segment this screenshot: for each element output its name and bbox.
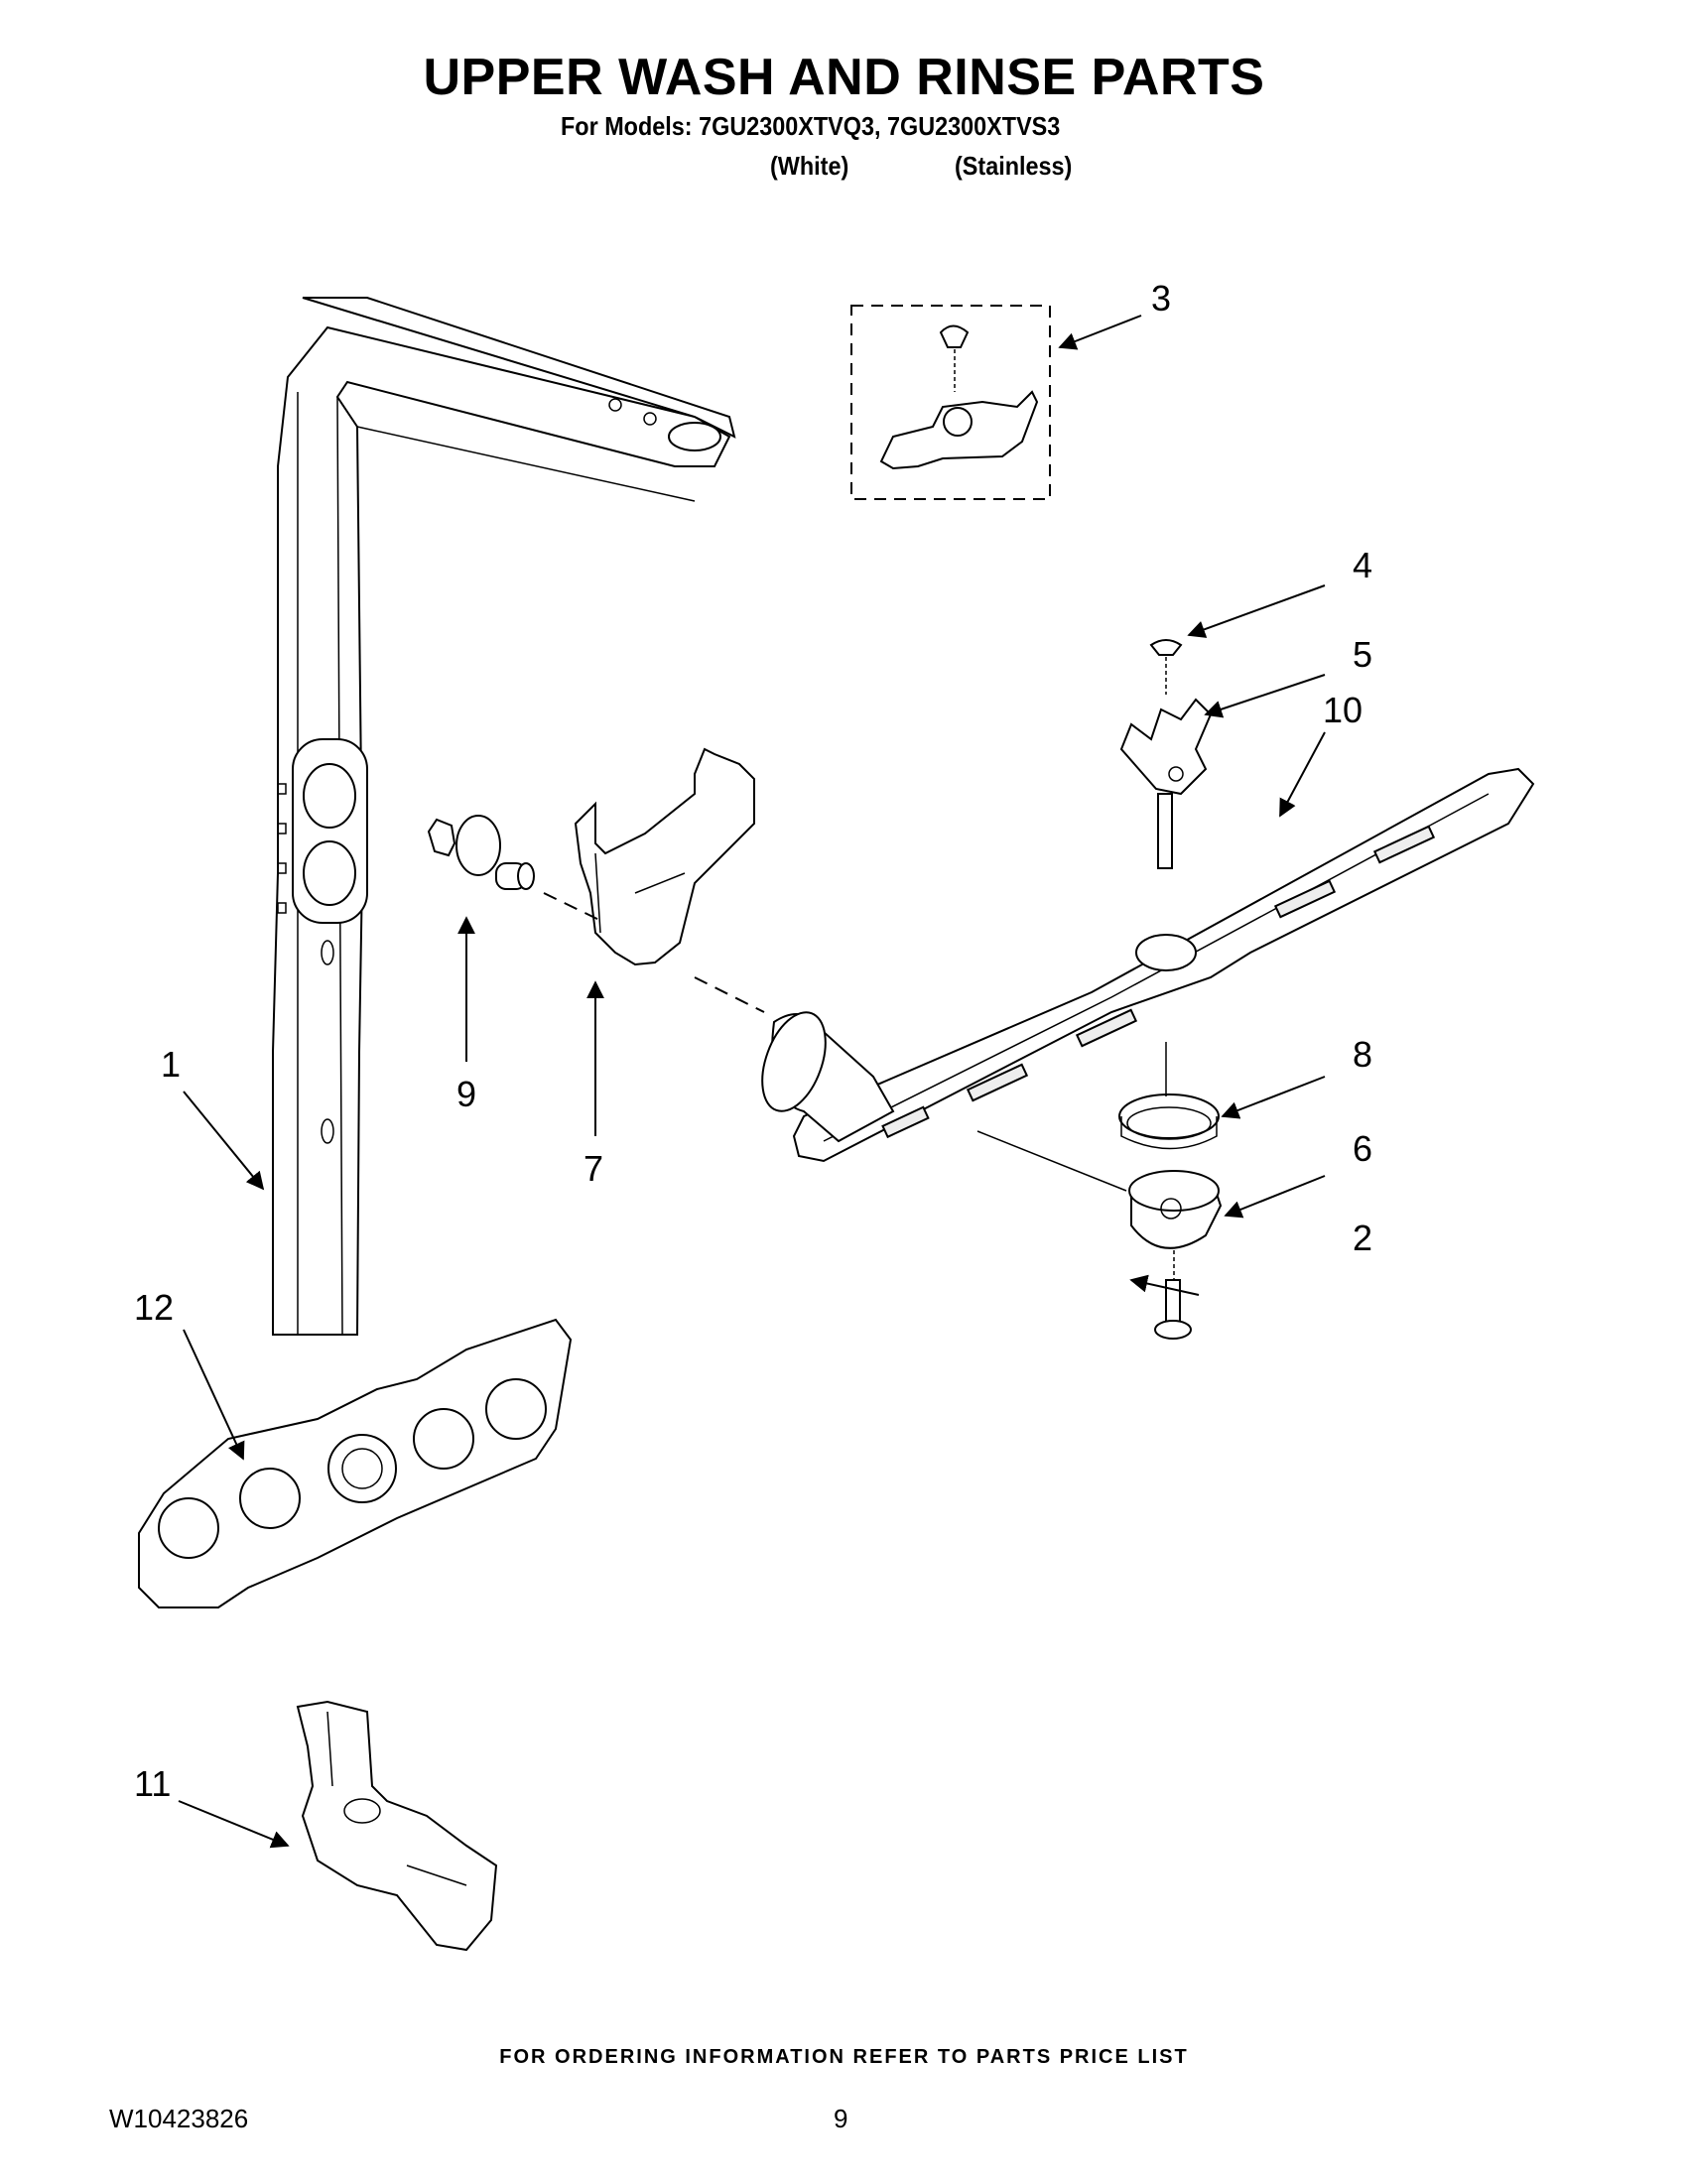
leader-5	[1204, 674, 1326, 718]
callout-11: 11	[134, 1763, 171, 1804]
part-5-hub	[1119, 698, 1213, 869]
callout-8: 8	[1353, 1034, 1372, 1075]
model-list: For Models: 7GU2300XTVQ3, 7GU2300XTVS3	[561, 111, 1061, 141]
leader-3	[1058, 315, 1142, 350]
variant-white-label: (White)	[770, 151, 849, 181]
leader-1	[183, 1091, 265, 1191]
leader-10	[1279, 731, 1326, 818]
leader-11	[178, 1800, 290, 1849]
part-12-manifold	[138, 1318, 573, 1608]
page-title: UPPER WASH AND RINSE PARTS	[423, 49, 1265, 106]
part-4-screw	[1149, 639, 1183, 695]
page-number: 9	[834, 2104, 848, 2133]
document-number: W10423826	[109, 2104, 249, 2133]
callout-10: 10	[1323, 690, 1363, 730]
callout-labels: 1 2 3 4 5 6 7 8 9 10 11 12	[134, 278, 1372, 1804]
leader-4	[1187, 584, 1326, 638]
assembly-guide-lines	[543, 892, 1167, 1192]
leader-2	[1129, 1274, 1200, 1296]
leader-12	[183, 1329, 245, 1461]
part-11-connector	[296, 1700, 498, 1952]
callout-1: 1	[161, 1044, 181, 1085]
part-10-spray-arm	[761, 767, 1535, 1163]
part-6-bearing	[1128, 1170, 1223, 1290]
callout-12: 12	[134, 1287, 174, 1328]
leader-8	[1221, 1076, 1326, 1119]
part-7-bracket	[574, 747, 755, 966]
part-9-valve	[427, 815, 535, 890]
callout-7: 7	[584, 1148, 603, 1189]
part-8-ring	[1118, 1093, 1220, 1150]
leader-6	[1224, 1175, 1326, 1219]
callout-6: 6	[1353, 1128, 1372, 1169]
callout-5: 5	[1353, 634, 1372, 675]
ordering-note: FOR ORDERING INFORMATION REFER TO PARTS …	[499, 2046, 1189, 2068]
callout-2: 2	[1353, 1218, 1372, 1258]
part-1-supply-tube	[272, 297, 736, 1336]
callout-9: 9	[456, 1074, 476, 1114]
callout-4: 4	[1353, 545, 1372, 585]
leader-lines	[178, 315, 1326, 1849]
variant-stainless-label: (Stainless)	[955, 151, 1073, 181]
part-2-screw	[1154, 1279, 1192, 1340]
callout-3: 3	[1151, 278, 1171, 319]
part-3-clip-assembly	[850, 305, 1051, 500]
